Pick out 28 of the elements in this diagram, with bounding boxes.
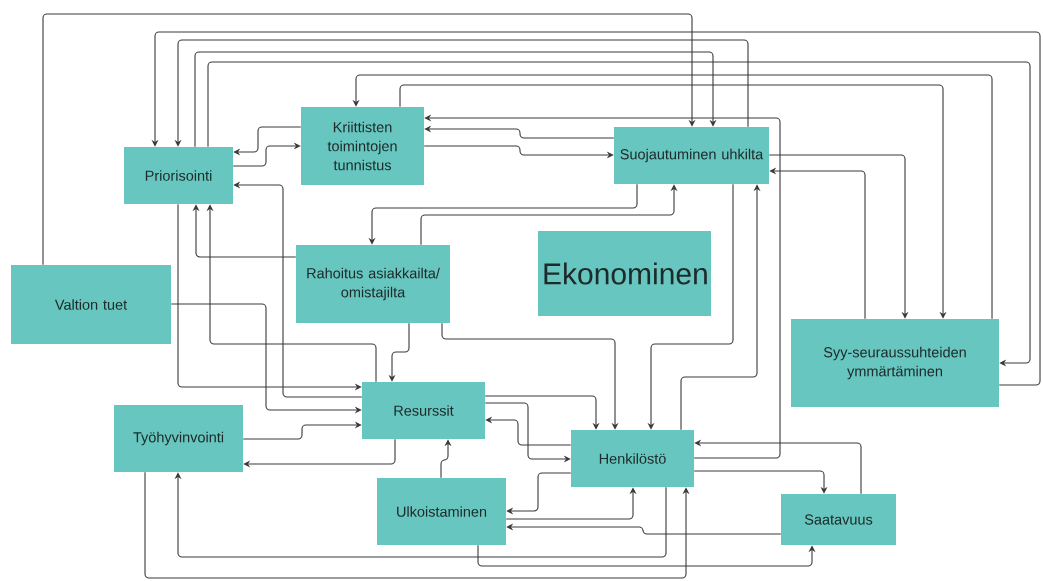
process-box: Kriittisten toimintojen tunnistus	[301, 107, 424, 185]
arrow	[243, 438, 396, 468]
process-box: Syy-seuraussuhteiden ymmärtäminen	[791, 319, 999, 407]
arrow	[174, 472, 667, 558]
arrow	[399, 84, 947, 319]
arrow	[207, 61, 1031, 367]
arrow	[233, 126, 302, 156]
arrow	[441, 322, 619, 430]
process-box: Valtion tuet	[11, 265, 171, 344]
process-box: Ulkoistaminen	[377, 478, 506, 545]
arrow	[194, 51, 717, 148]
arrow	[242, 421, 362, 440]
arrow	[42, 13, 696, 266]
arrow	[206, 204, 377, 383]
process-box: Saatavuus	[781, 494, 896, 545]
arrow	[232, 142, 301, 167]
process-box: Henkilöstö	[571, 430, 694, 487]
arrow	[484, 395, 600, 430]
arrow	[768, 154, 909, 319]
process-box: Työhyvinvointi	[114, 405, 243, 472]
process-box: Priorisointi	[124, 147, 233, 204]
arrow	[506, 472, 572, 515]
category-box: Ekonominen	[538, 231, 711, 316]
process-box: Resurssit	[362, 382, 485, 439]
process-box: Suojautuminen uhkilta	[614, 127, 769, 184]
arrow	[192, 204, 297, 258]
process-box: Rahoitus asiakkailta/ omistajilta	[296, 245, 450, 323]
arrow	[693, 470, 828, 494]
